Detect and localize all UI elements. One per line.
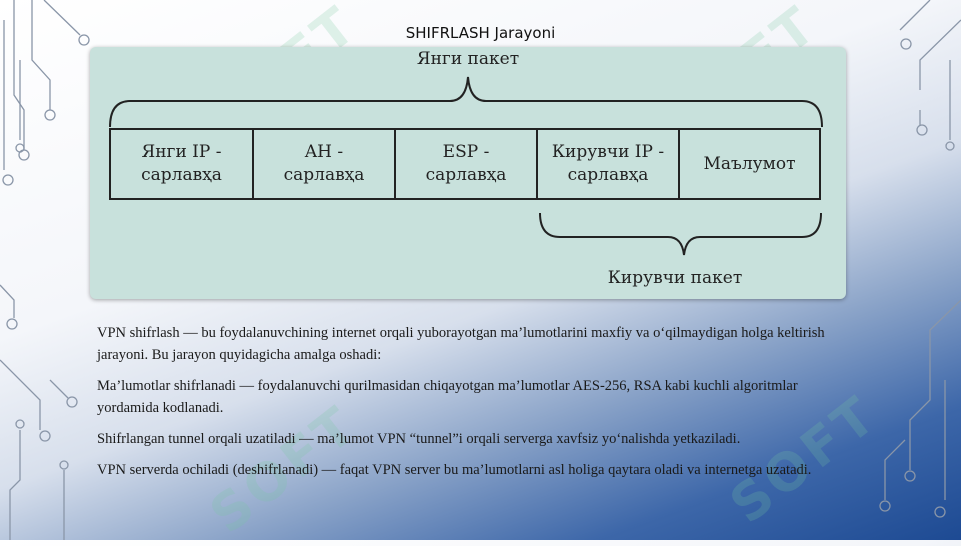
paragraph-encryption: Ma’lumotlar shifrlanadi — foydalanuvchi … xyxy=(97,378,798,416)
inner-packet-label: Кирувчи пакет xyxy=(607,268,743,288)
new-packet-label: Янги пакет xyxy=(416,49,520,69)
paragraph-tunnel: Shifrlangan tunnel orqali uzatiladi — ma… xyxy=(97,431,741,447)
new-ip-header-cell: Янги IP - сарлавҳа xyxy=(111,130,254,198)
paragraph-decryption: VPN serverda ochiladi (deshifrlanadi) — … xyxy=(97,462,812,478)
body-text: VPN shifrlash — bu foydalanuvchining int… xyxy=(97,322,857,490)
paragraph-intro: VPN shifrlash — bu foydalanuvchining int… xyxy=(97,325,825,363)
data-cell: Маълумот xyxy=(703,153,796,174)
packet-diagram: Янги пакет Янги IP - сарлавҳа AH - сарла… xyxy=(90,47,846,299)
inner-ip-header-cell: Кирувчи IP - сарлавҳа xyxy=(538,130,680,198)
packet-structure: Янги IP - сарлавҳа AH - сарлавҳа ESP - с… xyxy=(109,128,821,200)
esp-header-cell: ESP - сарлавҳа xyxy=(396,130,538,198)
slide-title: SHIFRLASH Jarayoni xyxy=(405,24,556,42)
ah-header-cell: AH - сарлавҳа xyxy=(254,130,396,198)
bracket-lines xyxy=(109,76,823,256)
